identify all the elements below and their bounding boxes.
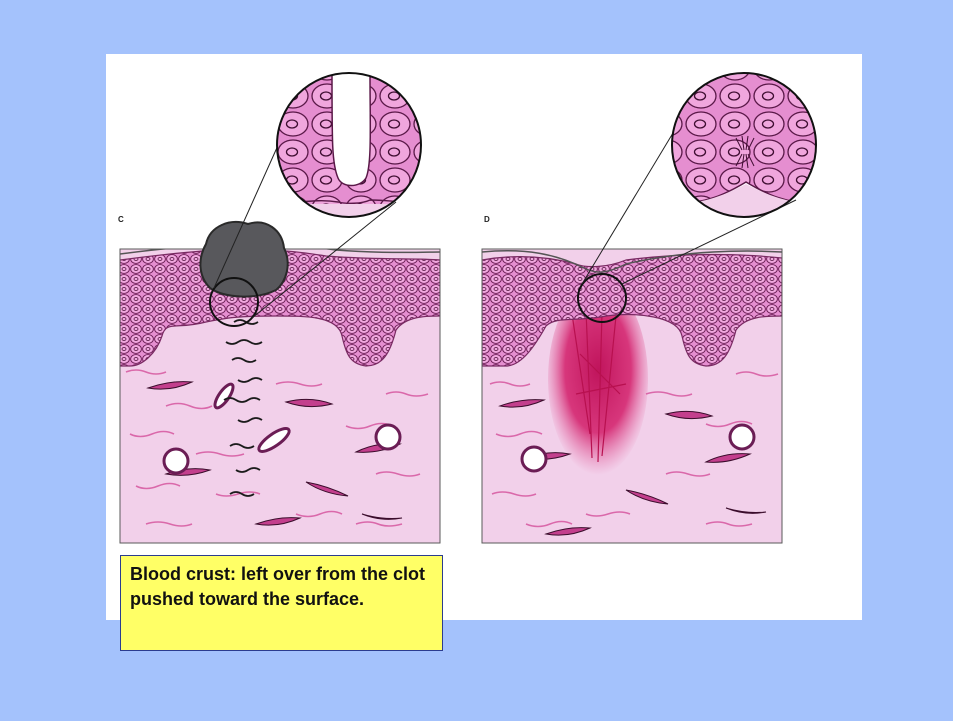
- panel-label-d: D: [484, 215, 490, 224]
- magnified-inset-c: [276, 72, 426, 234]
- panel-d: D: [482, 72, 821, 543]
- panel-c: C: [118, 72, 440, 543]
- panel-label-c: C: [118, 215, 124, 224]
- caption-callout: Blood crust: left over from the clot pus…: [120, 555, 443, 651]
- wound-healing-illustration: C: [106, 54, 862, 620]
- histology-figure: C: [106, 54, 862, 620]
- magnified-inset-d: [671, 72, 821, 234]
- blood-crust: [200, 222, 287, 297]
